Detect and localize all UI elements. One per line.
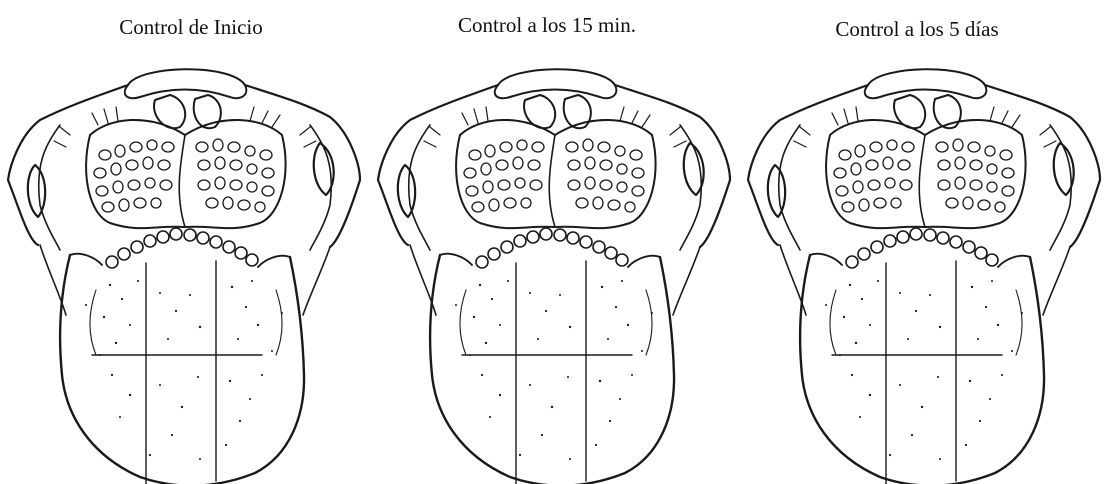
panel-title: Control de Inicio [6,13,376,41]
tongue-diagram [0,55,370,484]
tongue-diagram [740,55,1110,484]
panel-title: Control a los 15 min. [362,11,732,39]
panel-control-inicio: Control de Inicio [0,0,370,484]
tongue-diagram [370,55,740,484]
panel-control-5-dias: Control a los 5 días [740,0,1110,484]
panel-control-15-min: Control a los 15 min. [370,0,740,484]
panel-title: Control a los 5 días [732,15,1102,43]
